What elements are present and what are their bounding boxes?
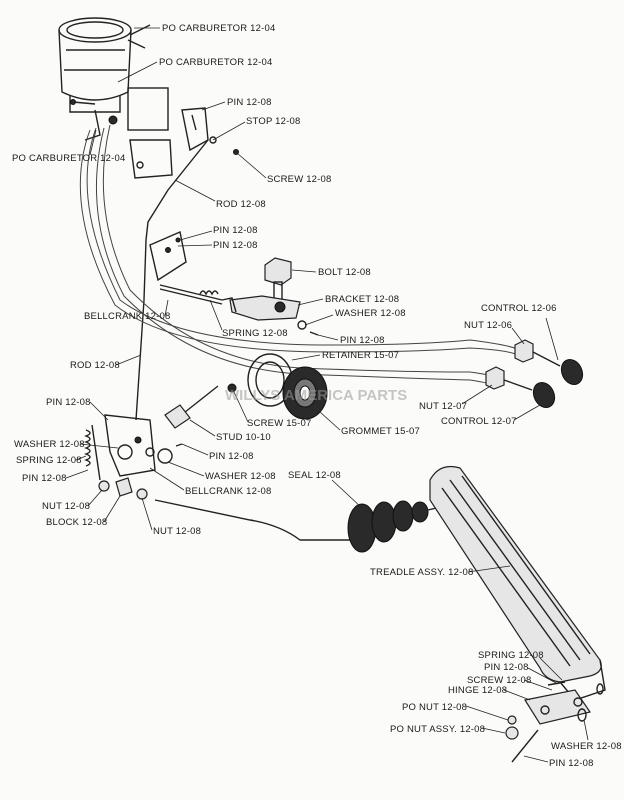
label-spring-left: SPRING 12-08 (16, 455, 82, 466)
label-nut-lower: NUT 12-08 (153, 526, 201, 537)
label-po-carb-2: PO CARBURETOR 12-04 (159, 57, 272, 68)
label-grommet: GROMMET 15-07 (341, 426, 420, 437)
treadle-pedal (429, 465, 606, 701)
label-po-nut: PO NUT 12-08 (402, 702, 467, 713)
label-stud: STUD 10-10 (216, 432, 271, 443)
label-bellcrank-lower: BELLCRANK 12-08 (185, 486, 271, 497)
label-washer-hinge: WASHER 12-08 (551, 741, 622, 752)
label-po-carb-3: PO CARBURETOR 12-04 (12, 153, 125, 164)
label-treadle: TREADLE ASSY. 12-08 (370, 567, 473, 578)
label-rod-top: ROD 12-08 (216, 199, 266, 210)
label-bolt: BOLT 12-08 (318, 267, 371, 278)
label-nut-control-2: NUT 12-07 (419, 401, 467, 412)
label-washer-upper: WASHER 12-08 (335, 308, 406, 319)
stop-bracket (181, 107, 239, 155)
control-cables (79, 124, 521, 387)
label-spring-hinge: SPRING 12-08 (478, 650, 544, 661)
label-washer-left: WASHER 12-08 (14, 439, 85, 450)
label-pin-top: PIN 12-08 (227, 97, 272, 108)
label-po-carb-1: PO CARBURETOR 12-04 (162, 23, 275, 34)
bolt (264, 257, 292, 303)
label-pin-bottom: PIN 12-08 (549, 758, 594, 769)
label-hinge: HINGE 12-08 (448, 685, 507, 696)
bracket (221, 295, 301, 321)
seal (347, 500, 446, 553)
label-pin-left-2: PIN 12-08 (22, 473, 67, 484)
label-pin-mid-2: PIN 12-08 (213, 240, 258, 251)
grommet (282, 366, 328, 420)
label-rod-left: ROD 12-08 (70, 360, 120, 371)
label-pin-bracket: PIN 12-08 (340, 335, 385, 346)
label-pin-left: PIN 12-08 (46, 397, 91, 408)
hinge-assembly (505, 681, 604, 763)
label-bracket: BRACKET 12-08 (325, 294, 399, 305)
rod-upper (145, 139, 209, 241)
label-screw-hinge: SCREW 12-08 (467, 675, 532, 686)
label-nut-control-1: NUT 12-06 (464, 320, 512, 331)
label-seal: SEAL 12-08 (288, 470, 341, 481)
label-pin-stud: PIN 12-08 (209, 451, 254, 462)
label-washer-stud: WASHER 12-08 (205, 471, 276, 482)
rod-left (135, 239, 147, 421)
bracket-pin (309, 331, 319, 336)
leader-lines (65, 27, 589, 763)
label-pin-mid-1: PIN 12-08 (213, 225, 258, 236)
control-12-06 (514, 339, 584, 386)
label-control-2: CONTROL 12-07 (441, 416, 517, 427)
rod-lower (154, 499, 350, 541)
part-labels: PO CARBURETOR 12-04 PO CARBURETOR 12-04 … (12, 23, 622, 769)
lower-bellcrank (84, 414, 183, 500)
label-block: BLOCK 12-08 (46, 517, 107, 528)
upper-bellcrank (149, 231, 307, 330)
label-stop: STOP 12-08 (246, 116, 300, 127)
label-pin-hinge: PIN 12-08 (484, 662, 529, 673)
carburetor (58, 17, 173, 179)
label-bellcrank-upper: BELLCRANK 12-08 (84, 311, 170, 322)
label-control-1: CONTROL 12-06 (481, 303, 557, 314)
watermark: WILLYS AMERICA PARTS (225, 387, 407, 404)
label-nut-left: NUT 12-08 (42, 501, 90, 512)
retainer-screw (227, 383, 237, 393)
label-po-nut-assy: PO NUT ASSY. 12-08 (390, 724, 485, 735)
label-spring-upper: SPRING 12-08 (222, 328, 288, 339)
label-screw-retainer: SCREW 15-07 (247, 418, 312, 429)
control-12-07 (485, 366, 556, 409)
label-screw-top: SCREW 12-08 (267, 174, 332, 185)
label-retainer: RETAINER 15-07 (322, 350, 399, 361)
stud (164, 385, 219, 429)
